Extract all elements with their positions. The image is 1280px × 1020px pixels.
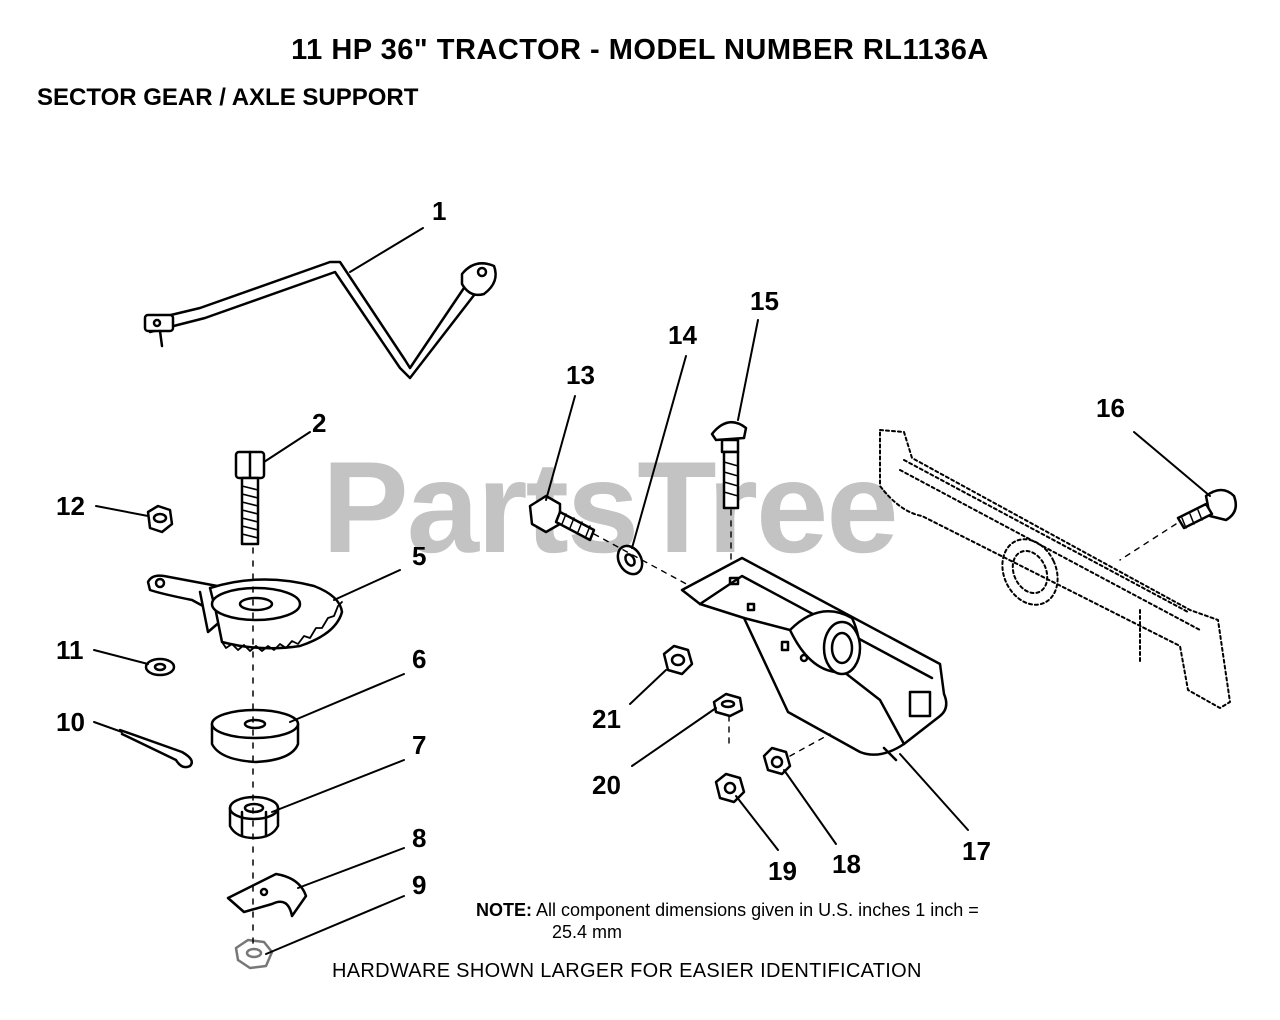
- diagram-subtitle: SECTOR GEAR / AXLE SUPPORT: [37, 84, 419, 111]
- callout-13: 13: [566, 360, 595, 390]
- part-6-spacer: [210, 708, 300, 764]
- callout-1: 1: [432, 196, 447, 226]
- hardware-note: HARDWARE SHOWN LARGER FOR EASIER IDENTIF…: [332, 960, 922, 982]
- part-11-washer: [144, 657, 176, 677]
- callout-18: 18: [832, 849, 861, 879]
- callout-11: 11: [56, 635, 84, 665]
- part-1-drag-link: [143, 260, 497, 380]
- part-8-clip: [226, 872, 308, 918]
- callout-10: 10: [56, 707, 85, 737]
- callout-2: 2: [312, 408, 327, 438]
- callout-7: 7: [412, 730, 427, 760]
- part-17-axle-support: [680, 556, 948, 762]
- note-label: NOTE:: [476, 900, 532, 920]
- assembly-dashed-lines: [593, 509, 1177, 757]
- part-18-nut: [762, 746, 792, 776]
- callout-16: 16: [1096, 393, 1125, 423]
- part-16-bolt: [1176, 488, 1237, 530]
- part-10-cotter-pin: [118, 728, 193, 769]
- callout-19: 19: [768, 856, 797, 886]
- diagram-title: 11 HP 36" TRACTOR - MODEL NUMBER RL1136A: [291, 34, 989, 66]
- callout-15: 15: [750, 286, 779, 316]
- part-14-washer: [616, 544, 644, 576]
- part-13-bolt: [528, 494, 596, 542]
- part-5-sector-gear: [146, 574, 344, 652]
- callout-17: 17: [962, 836, 991, 866]
- callout-5: 5: [412, 541, 427, 571]
- part-2-bolt: [234, 450, 266, 546]
- callout-8: 8: [412, 823, 427, 853]
- part-19-nut: [714, 772, 746, 804]
- callout-20: 20: [592, 770, 621, 800]
- callout-21: 21: [592, 704, 621, 734]
- callout-9: 9: [412, 870, 427, 900]
- note-line-1: All component dimensions given in U.S. i…: [536, 900, 979, 920]
- part-21-nut: [662, 644, 694, 676]
- watermark: PartsTree: [322, 434, 899, 580]
- note-line-2: 25.4 mm: [552, 922, 623, 942]
- callout-6: 6: [412, 644, 427, 674]
- part-20-nut: [712, 692, 744, 718]
- part-9-nut: [234, 938, 274, 970]
- callout-14: 14: [668, 320, 697, 350]
- part-16-frame-section: [879, 429, 1231, 709]
- part-7-nut: [228, 795, 280, 840]
- leader-lines: [93, 227, 1211, 955]
- dimensions-note: NOTE: All component dimensions given in …: [476, 900, 979, 921]
- callout-12: 12: [56, 491, 85, 521]
- part-15-carriage-bolt: [710, 421, 748, 510]
- part-12-nut: [146, 504, 174, 534]
